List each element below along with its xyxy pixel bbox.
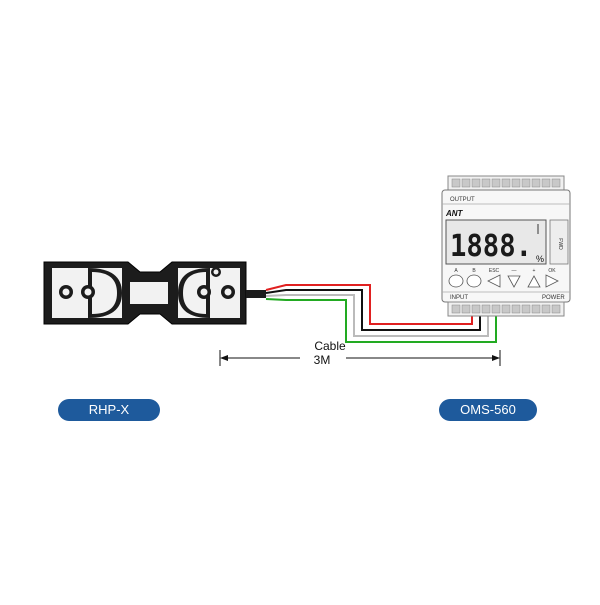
- button-minus[interactable]: [507, 275, 521, 288]
- bolt-icon: [81, 285, 95, 299]
- wire-red: [265, 284, 473, 325]
- button-b[interactable]: [466, 274, 482, 288]
- top-terminals: [451, 178, 561, 188]
- side-label: FWD: [557, 238, 563, 250]
- cable-wires: [265, 284, 497, 343]
- load-cell-sensor: [43, 261, 266, 325]
- power-label: POWER: [542, 295, 565, 301]
- indicator-name-badge: OMS-560: [439, 399, 537, 421]
- button-a[interactable]: [448, 274, 464, 288]
- bolt-icon: [59, 285, 73, 299]
- bolt-icon: [221, 285, 235, 299]
- button-plus-label: +: [533, 268, 536, 274]
- button-a-label: A: [454, 268, 458, 274]
- button-esc-label: ESC: [489, 268, 500, 274]
- brand-logo: ANT: [445, 209, 464, 218]
- button-esc[interactable]: [487, 274, 501, 288]
- output-label: OUTPUT: [450, 197, 475, 203]
- display-value: 1888.: [450, 229, 532, 264]
- indicator-device: OUTPUT ANT 1888. % FWD A B ESC — + OK: [441, 175, 571, 317]
- sensor-name-badge: RHP-X: [58, 399, 160, 421]
- button-ok[interactable]: [545, 274, 559, 288]
- button-b-label: B: [472, 268, 476, 274]
- button-minus-label: —: [512, 268, 517, 274]
- cable-label: Cable: [314, 339, 346, 353]
- display-unit: %: [536, 254, 544, 264]
- input-label: INPUT: [450, 295, 468, 301]
- cable-length-dimension: [219, 350, 501, 366]
- wire-white: [265, 294, 489, 337]
- bottom-terminals: [451, 304, 561, 314]
- cable-length-label: 3M: [314, 353, 331, 367]
- bolt-icon: [197, 285, 211, 299]
- bolt-icon: [211, 267, 221, 277]
- button-ok-label: OK: [548, 268, 556, 274]
- wire-green: [265, 298, 497, 343]
- wire-black: [265, 289, 481, 331]
- button-plus[interactable]: [527, 275, 541, 288]
